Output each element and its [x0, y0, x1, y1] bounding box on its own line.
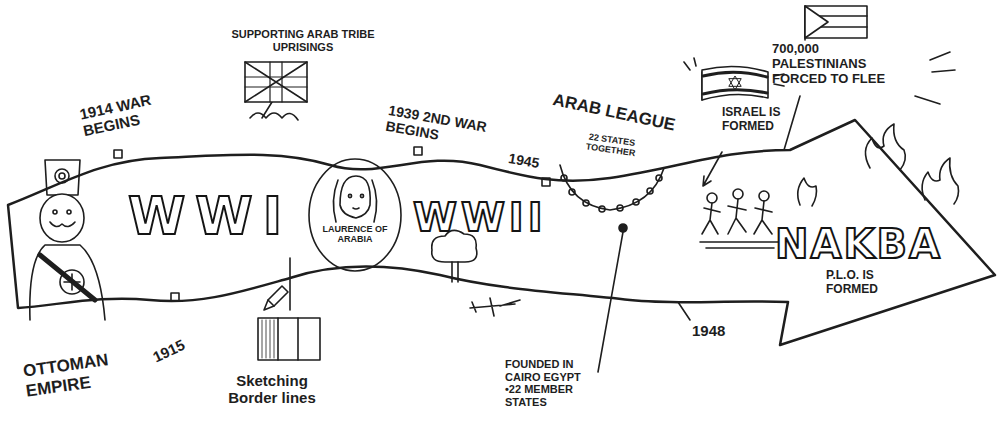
uk-flag: [245, 62, 307, 102]
ottoman-figure: [60, 270, 84, 294]
uk-flag: [250, 113, 298, 120]
event-note: P.L.O. IS FORMED: [826, 268, 898, 297]
era-title: NAKBA: [775, 222, 942, 266]
ottoman-figure: [64, 274, 80, 290]
event-note: Sketching Border lines: [222, 372, 322, 407]
sketching-flag: [289, 258, 291, 310]
lawrence-portrait: [309, 159, 401, 271]
israel-flag: [703, 72, 767, 94]
israel-flag: [684, 58, 784, 186]
tree-and-plane: [432, 230, 520, 316]
lawrence-portrait: [360, 194, 363, 197]
arab-league-wreath: [633, 199, 639, 205]
date-label: 1915: [150, 329, 203, 366]
flames: [865, 124, 905, 170]
fleeing-figures: [707, 193, 717, 203]
ottoman-figure: [59, 173, 65, 179]
ottoman-figure: [40, 194, 84, 242]
uk-flag: [245, 62, 307, 102]
arab-league-wreath: [583, 200, 589, 206]
date-label: 1939 2ND WAR BEGINS: [384, 102, 498, 153]
ottoman-figure: [50, 222, 75, 227]
sketching-flag: [258, 318, 320, 360]
date-label: 1945: [507, 150, 551, 173]
lawrence-portrait: [309, 159, 401, 271]
empire-label: OTTOMAN EMPIRE: [22, 348, 130, 401]
lawrence-portrait: [340, 176, 370, 218]
fleeing-figures: [700, 189, 780, 248]
lawrence-portrait: [353, 208, 359, 209]
ottoman-figure: [40, 255, 95, 300]
era-title: WWII: [413, 196, 547, 240]
ottoman-figure: [67, 210, 71, 214]
tree-and-plane: [470, 298, 520, 316]
timeline-marker: [114, 150, 122, 158]
event-note: FOUNDED IN CAIRO EGYPT •22 MEMBER STATES: [505, 358, 589, 409]
arab-league-wreath: [619, 224, 627, 232]
event-note: 22 STATES TOGETHER: [575, 130, 647, 160]
israel-flag: [684, 58, 784, 86]
era-title: WWI: [128, 188, 292, 245]
arab-league-wreath: [560, 165, 664, 372]
flames: [922, 158, 958, 204]
uk-flag: [245, 62, 307, 120]
fleeing-figures: [733, 189, 743, 199]
event-note: 700,000 PALESTINIANS FORCED TO FLEE: [772, 42, 902, 87]
timeline-marker: [414, 147, 422, 155]
date-label: 1948: [692, 322, 737, 339]
fleeing-figures: [702, 203, 720, 234]
timeline-marker: [114, 147, 690, 320]
fleeing-figures: [754, 201, 772, 234]
palestine-flag: [805, 6, 867, 38]
lawrence-portrait: [348, 194, 351, 197]
ottoman-figure: [53, 210, 57, 214]
timeline-marker: [678, 302, 690, 320]
event-note: SUPPORTING ARAB TRIBE UPRISINGS: [228, 28, 378, 53]
palestine-flag: [805, 6, 828, 38]
fleeing-figures: [700, 242, 780, 248]
organisation-title: ARAB LEAGUE: [551, 90, 692, 138]
lawrence-portrait: [333, 180, 376, 222]
uk-flag: [245, 62, 307, 102]
palestine-flag: [915, 52, 955, 104]
fleeing-figures: [759, 191, 769, 201]
sketching-flag: [262, 320, 274, 358]
ottoman-figure: [30, 245, 105, 320]
flames: [798, 178, 817, 206]
israel-flag: [702, 66, 768, 100]
sketching-flag: [264, 300, 274, 310]
band-outline: [8, 120, 995, 345]
arab-league-wreath: [647, 188, 653, 194]
arab-league-wreath: [599, 206, 605, 212]
sketching-flag: [278, 318, 298, 360]
palestine-flag: [784, 96, 800, 150]
ottoman-figure: [30, 160, 105, 320]
portrait-caption: LAURENCE OF ARABIA: [320, 224, 390, 245]
event-note: ISRAEL IS FORMED: [722, 106, 784, 134]
arab-league-wreath: [656, 175, 662, 181]
sketching-flag: [268, 286, 288, 306]
arab-league-wreath: [569, 189, 575, 195]
israel-flag: [729, 76, 741, 90]
arab-league-wreath: [617, 205, 623, 211]
date-label: 1914 WAR BEGINS: [78, 87, 173, 139]
arab-league-wreath: [598, 232, 623, 372]
fleeing-figures: [728, 199, 746, 234]
